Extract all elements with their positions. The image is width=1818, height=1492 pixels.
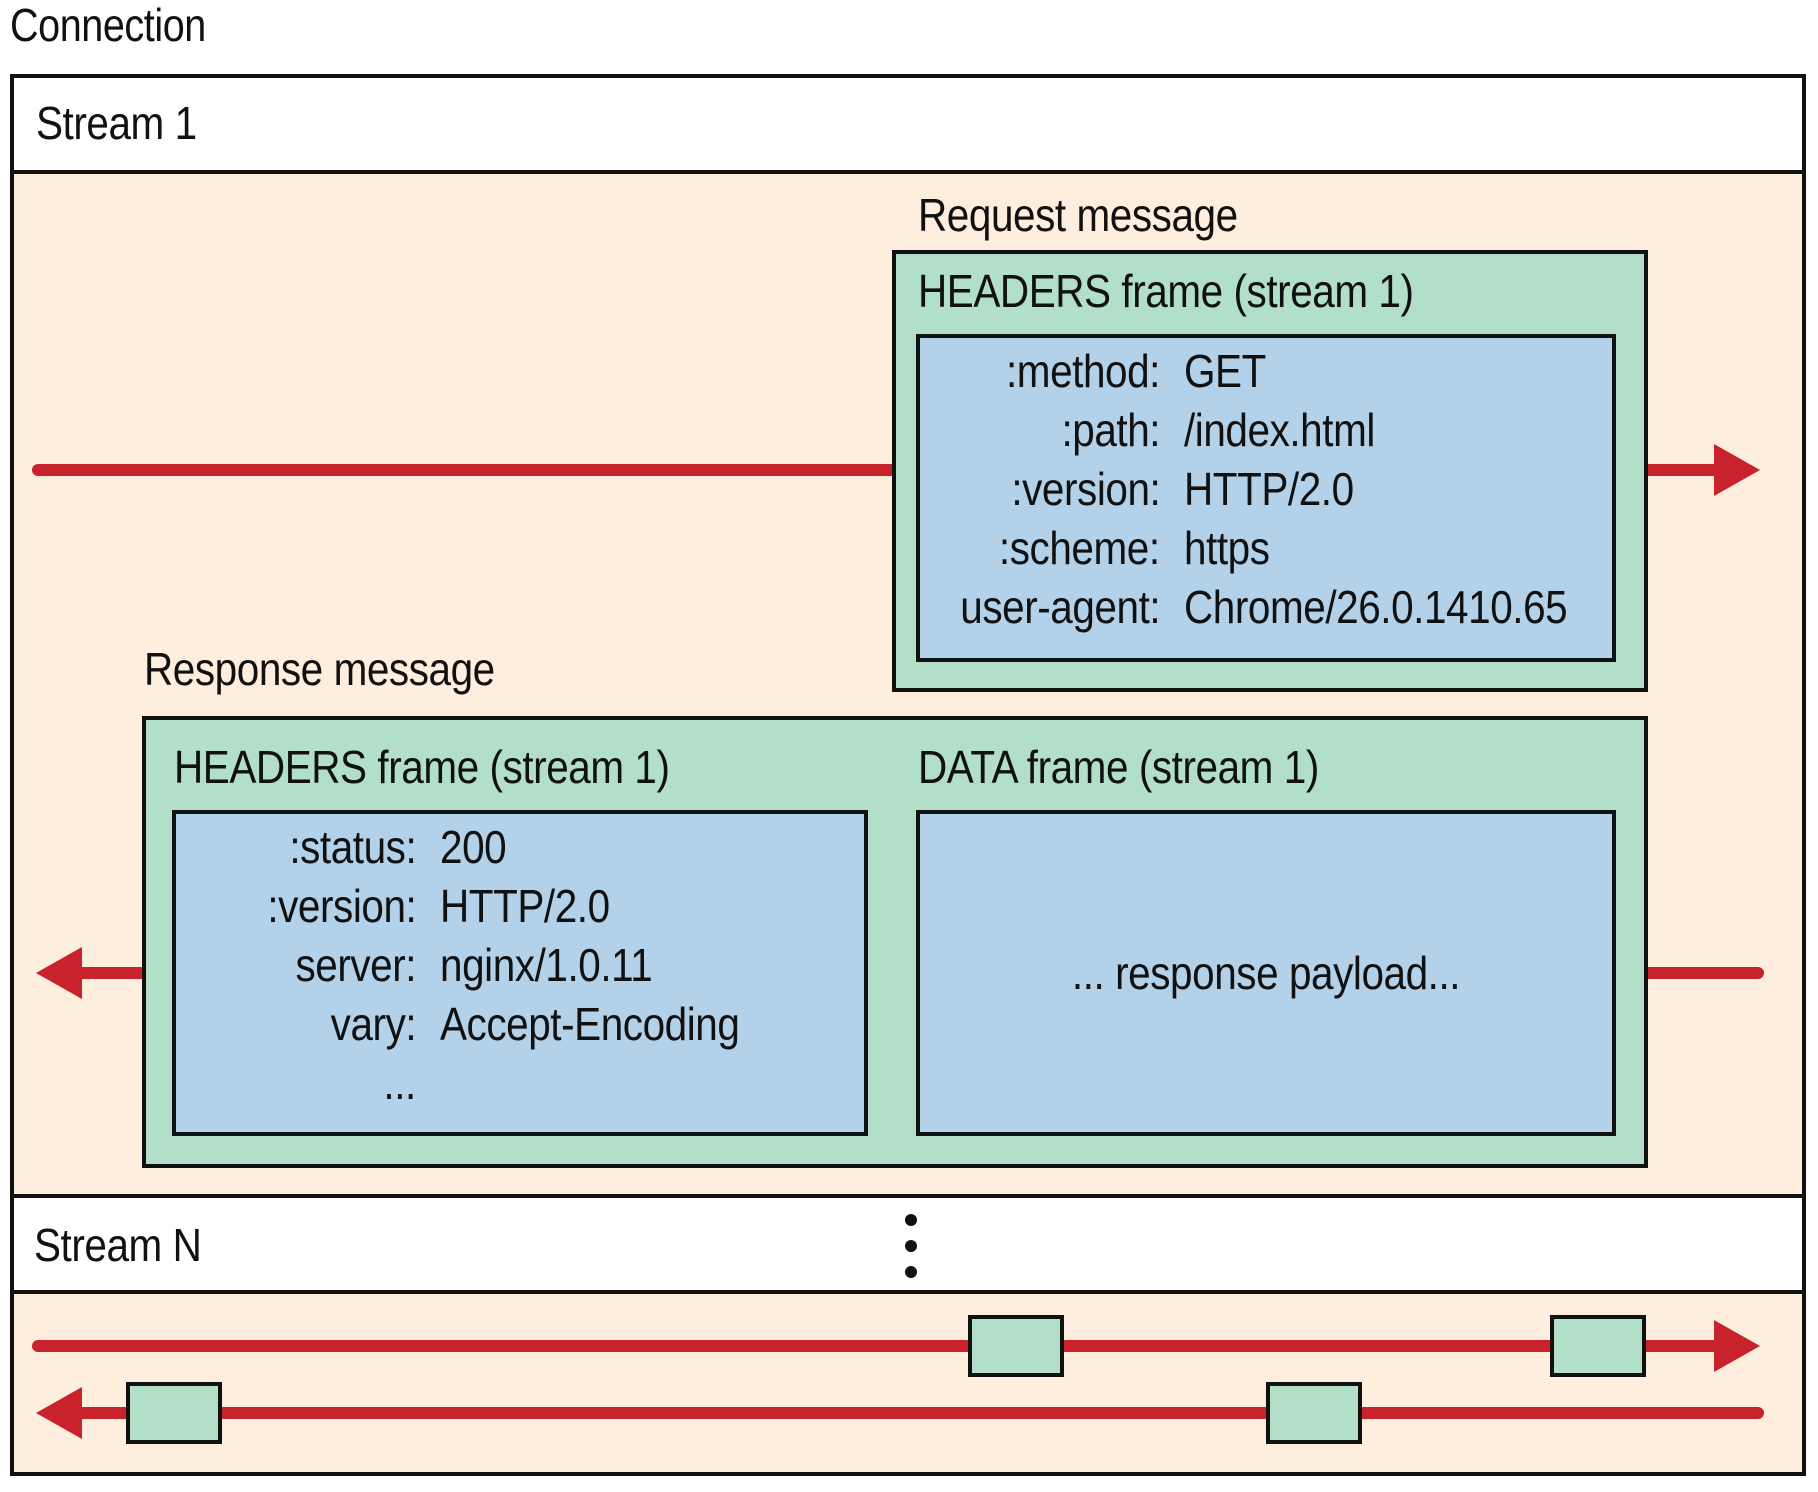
request-header-key: user-agent:	[960, 581, 1160, 633]
request-headers-box	[916, 334, 1616, 662]
response-data-frame-title: DATA frame (stream 1)	[918, 741, 1319, 793]
response-header-value: nginx/1.0.11	[440, 939, 653, 991]
response-payload: ... response payload...	[1071, 947, 1461, 999]
stream-n-outgoing-head	[1714, 1320, 1760, 1372]
response-header-key: server:	[295, 939, 416, 991]
response-data-box	[916, 810, 1616, 1136]
request-headers-frame-title: HEADERS frame (stream 1)	[918, 265, 1414, 317]
request-header-value: Chrome/26.0.1410.65	[1184, 581, 1568, 633]
request-header-value: GET	[1184, 345, 1266, 397]
request-header-key: :scheme:	[999, 522, 1160, 574]
response-arrow-head	[36, 947, 82, 999]
response-header-value: HTTP/2.0	[440, 880, 610, 932]
response-headers-box	[172, 810, 868, 1136]
response-header-value: 200	[440, 821, 507, 873]
stream-n-body	[14, 1294, 1802, 1472]
stream-n-label: Stream N	[34, 1219, 202, 1271]
stream-n-frame	[126, 1382, 222, 1444]
ellipsis-dot	[905, 1266, 917, 1278]
request-header-value: https	[1184, 522, 1270, 574]
request-message-label: Request message	[918, 189, 1238, 241]
response-headers-frame-title: HEADERS frame (stream 1)	[174, 741, 670, 793]
response-header-key: :version:	[266, 880, 416, 932]
request-header-key: :method:	[1006, 345, 1160, 397]
stream-1-label: Stream 1	[36, 97, 197, 149]
stream-n-frame	[1550, 1315, 1646, 1377]
response-message-label: Response message	[144, 643, 495, 695]
ellipsis-dot	[905, 1240, 917, 1252]
response-header-key: :status:	[289, 821, 416, 873]
response-header-key: ...	[383, 1057, 417, 1109]
stream-1-header	[14, 78, 1802, 174]
request-header-key: :path:	[1061, 404, 1160, 456]
request-header-value: /index.html	[1184, 404, 1375, 456]
stream-n-frame	[1266, 1382, 1362, 1444]
response-header-value: Accept-Encoding	[440, 998, 740, 1050]
response-header-key: vary:	[330, 998, 416, 1050]
stream-n-frame	[968, 1315, 1064, 1377]
request-header-key: :version:	[1010, 463, 1160, 515]
stream-n-incoming-head	[36, 1387, 82, 1439]
ellipsis-dot	[905, 1214, 917, 1226]
request-arrow-head	[1714, 444, 1760, 496]
stream-1-divider	[14, 1194, 1802, 1198]
connection-label: Connection	[10, 0, 206, 51]
request-header-value: HTTP/2.0	[1184, 463, 1354, 515]
